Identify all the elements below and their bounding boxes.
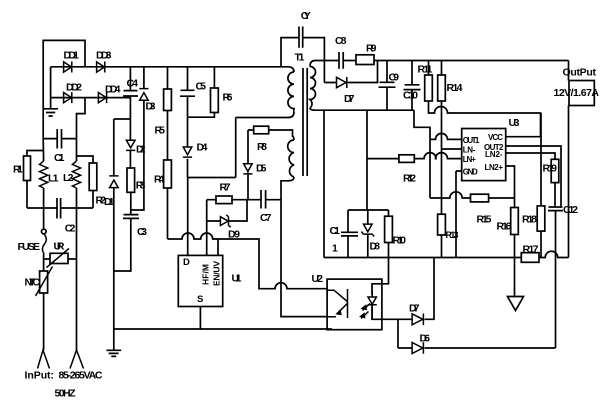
svg-text:R8: R8 xyxy=(257,141,267,153)
svg-text:12V/1.67A: 12V/1.67A xyxy=(554,87,600,99)
svg-text:D3: D3 xyxy=(146,101,156,113)
svg-text:D4: D4 xyxy=(197,142,208,154)
svg-text:R13: R13 xyxy=(446,230,459,240)
svg-text:C8: C8 xyxy=(335,35,347,47)
svg-text:UR: UR xyxy=(54,241,65,253)
svg-text:R18: R18 xyxy=(522,214,537,226)
svg-text:C4: C4 xyxy=(127,78,139,90)
svg-text:GND: GND xyxy=(463,168,478,177)
svg-text:S: S xyxy=(197,294,203,305)
svg-text:D5: D5 xyxy=(256,163,267,175)
svg-text:D: D xyxy=(183,257,190,268)
svg-text:R4: R4 xyxy=(154,174,165,186)
svg-text:D7: D7 xyxy=(409,303,420,315)
svg-text:VCC: VCC xyxy=(488,133,503,142)
svg-text:D2: D2 xyxy=(136,144,146,156)
svg-text:DD1: DD1 xyxy=(64,50,80,62)
svg-text:C10: C10 xyxy=(403,90,418,102)
svg-text:HF/M: HF/M xyxy=(201,264,211,285)
svg-text:OUT1: OUT1 xyxy=(463,136,480,145)
svg-text:50HZ: 50HZ xyxy=(55,388,77,400)
svg-text:R3: R3 xyxy=(136,180,146,192)
svg-text:NTC: NTC xyxy=(25,277,41,289)
svg-text:85-265VAC: 85-265VAC xyxy=(59,370,103,382)
svg-text:OutPut: OutPut xyxy=(563,67,597,79)
svg-text:DD3: DD3 xyxy=(96,50,112,62)
svg-text:D9: D9 xyxy=(228,229,240,241)
svg-text:CY: CY xyxy=(301,10,311,22)
svg-text:R19: R19 xyxy=(543,163,558,175)
svg-text:R6: R6 xyxy=(223,92,233,104)
svg-text:LN-: LN- xyxy=(463,146,476,155)
svg-text:D1: D1 xyxy=(104,196,115,208)
svg-text:R2: R2 xyxy=(96,195,107,207)
svg-text:D7: D7 xyxy=(344,93,355,105)
svg-text:L2: L2 xyxy=(63,172,74,184)
svg-text:FUSE: FUSE xyxy=(18,241,41,253)
svg-text:T1: T1 xyxy=(295,52,305,64)
svg-text:EN/UV: EN/UV xyxy=(212,261,222,286)
svg-text:LN2-: LN2- xyxy=(485,150,503,159)
svg-text:R15: R15 xyxy=(477,214,492,226)
svg-text:LN2+: LN2+ xyxy=(485,163,504,172)
svg-text:C5: C5 xyxy=(196,81,207,93)
svg-text:R12: R12 xyxy=(403,173,416,185)
svg-text:C7: C7 xyxy=(260,212,272,224)
svg-text:C12: C12 xyxy=(563,204,578,216)
svg-text:R1: R1 xyxy=(13,164,23,176)
svg-text:R9: R9 xyxy=(366,43,377,55)
svg-text:U1: U1 xyxy=(232,273,242,285)
svg-text:C1: C1 xyxy=(330,225,341,237)
svg-text:DD4: DD4 xyxy=(105,84,121,96)
svg-text:C2: C2 xyxy=(65,223,76,235)
svg-text:R17: R17 xyxy=(523,244,539,256)
svg-text:DD2: DD2 xyxy=(66,82,82,94)
svg-text:LN+: LN+ xyxy=(463,155,476,164)
svg-text:R7: R7 xyxy=(220,182,231,194)
svg-text:R16: R16 xyxy=(497,221,512,233)
svg-text:OUT2: OUT2 xyxy=(484,143,504,152)
svg-text:L1: L1 xyxy=(48,173,59,185)
svg-text:D8: D8 xyxy=(370,241,381,253)
svg-text:C9: C9 xyxy=(389,72,400,84)
svg-text:R5: R5 xyxy=(155,125,166,137)
svg-text:C1: C1 xyxy=(54,152,65,164)
svg-text:U3: U3 xyxy=(509,117,520,129)
svg-text:C3: C3 xyxy=(137,226,147,238)
svg-text:R11: R11 xyxy=(418,64,433,76)
svg-text:R10: R10 xyxy=(393,235,407,247)
svg-text:U2: U2 xyxy=(312,273,324,285)
svg-text:InPut:: InPut: xyxy=(25,370,55,382)
svg-text:1: 1 xyxy=(332,243,338,255)
svg-text:D6: D6 xyxy=(420,333,431,345)
svg-text:R14: R14 xyxy=(447,82,463,94)
